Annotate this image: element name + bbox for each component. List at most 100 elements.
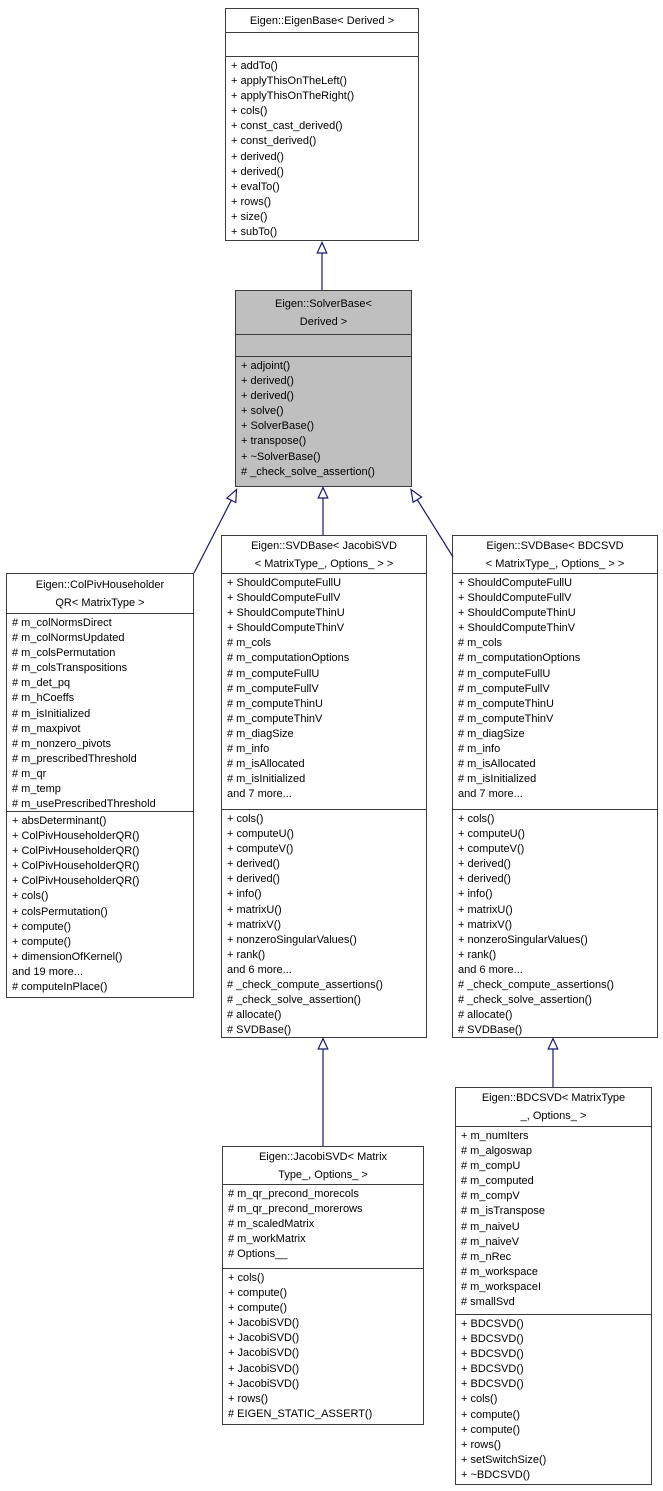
- member-item: # m_computeThinV: [227, 712, 323, 725]
- member-item: + matrixV(): [458, 918, 513, 931]
- member-item: # m_computeFullU: [227, 667, 320, 680]
- member-item: # m_temp: [12, 783, 61, 796]
- member-item: and 6 more...: [458, 963, 523, 976]
- member-item: # m_nRec: [461, 1250, 512, 1263]
- member-item: # m_info: [227, 743, 270, 756]
- member-item: + derived(): [231, 165, 284, 178]
- class-title-line: Eigen::SVDBase< BDCSVD: [486, 539, 624, 552]
- class-title-line: Eigen::BDCSVD< MatrixType: [481, 1092, 626, 1104]
- member-item: + JacobiSVD(): [228, 1362, 300, 1375]
- attributes-compartment: # m_qr_precond_morecols# m_qr_precond_mo…: [223, 1184, 423, 1268]
- attributes-compartment: [236, 334, 411, 356]
- member-item: # _check_solve_assertion(): [227, 994, 361, 1007]
- member-item: # m_cols: [227, 637, 272, 650]
- class-title-line: Derived >: [299, 315, 348, 328]
- member-item: # m_workspace: [461, 1265, 539, 1278]
- member-item: + nonzeroSingularValues(): [227, 933, 357, 946]
- member-item: # m_diagSize: [458, 727, 525, 740]
- member-item: + SolverBase(): [241, 420, 315, 433]
- member-item: # m_isTranspose: [461, 1205, 545, 1218]
- member-item: # m_scaledMatrix: [228, 1218, 315, 1231]
- member-item: + ~SolverBase(): [241, 450, 321, 463]
- member-item: + solve(): [241, 405, 284, 418]
- member-item: + ColPivHouseholderQR(): [12, 860, 140, 873]
- member-item: # m_qr: [12, 767, 47, 780]
- class-node-svdbase-jacobisvd[interactable]: Eigen::SVDBase< JacobiSVD< MatrixType_, …: [221, 535, 427, 1038]
- member-item: + derived(): [241, 390, 294, 403]
- class-node-solverbase[interactable]: Eigen::SolverBase<Derived > + adjoint()+…: [235, 290, 412, 487]
- class-title: Eigen::SolverBase<Derived >: [236, 291, 411, 334]
- member-item: + absDeterminant(): [12, 815, 107, 827]
- member-item: + nonzeroSingularValues(): [458, 933, 588, 946]
- member-item: + JacobiSVD(): [228, 1347, 300, 1360]
- member-item: + ColPivHouseholderQR(): [12, 845, 140, 858]
- member-item: + compute(): [228, 1302, 287, 1315]
- attributes-compartment: # m_colNormsDirect# m_colNormsUpdated# m…: [7, 613, 193, 811]
- class-title: Eigen::SVDBase< JacobiSVD< MatrixType_, …: [222, 536, 426, 573]
- member-item: # m_diagSize: [227, 727, 294, 740]
- member-item: # m_algoswap: [461, 1145, 532, 1158]
- member-item: + ShouldComputeThinV: [458, 622, 576, 635]
- member-item: # m_colsTranspositions: [12, 662, 128, 675]
- member-item: + computeU(): [458, 828, 525, 841]
- member-item: + compute(): [461, 1408, 520, 1421]
- member-item: + cols(): [227, 813, 264, 825]
- member-item: # m_colsPermutation: [12, 647, 116, 660]
- member-item: + ShouldComputeFullV: [227, 592, 341, 605]
- member-item: # m_colNormsDirect: [12, 617, 112, 629]
- class-node-svdbase-bdcsvd[interactable]: Eigen::SVDBase< BDCSVD< MatrixType_, Opt…: [452, 535, 658, 1038]
- member-item: # m_info: [458, 743, 501, 756]
- inheritance-arrow-svdbase-jacobisvd-to-solverbase: [317, 486, 329, 535]
- member-item: + JacobiSVD(): [228, 1332, 300, 1345]
- member-item: + cols(): [461, 1393, 498, 1406]
- member-item: + compute(): [228, 1287, 287, 1300]
- attributes-compartment: + ShouldComputeFullU+ ShouldComputeFullV…: [222, 573, 426, 809]
- member-item: # Options__: [228, 1248, 288, 1261]
- member-item: + ShouldComputeFullV: [458, 592, 572, 605]
- member-item: # m_workspaceI: [461, 1280, 542, 1293]
- class-title-line: Eigen::JacobiSVD< Matrix: [258, 1150, 388, 1163]
- member-item: # m_naiveV: [461, 1235, 520, 1248]
- member-item: # _check_compute_assertions(): [227, 979, 383, 992]
- member-item: # m_hCoeffs: [12, 692, 75, 705]
- class-title-line: Eigen::ColPivHouseholder: [35, 578, 165, 591]
- member-item: + derived(): [227, 858, 280, 871]
- member-item: # m_det_pq: [12, 677, 71, 690]
- member-item: + m_numIters: [461, 1130, 529, 1142]
- member-item: + applyThisOnTheRight(): [231, 90, 355, 103]
- member-item: + applyThisOnTheLeft(): [231, 75, 347, 88]
- member-item: # m_qr_precond_morecols: [228, 1188, 359, 1200]
- member-item: + BDCSVD(): [461, 1333, 524, 1346]
- member-item: + ColPivHouseholderQR(): [12, 875, 140, 888]
- member-item: # _check_compute_assertions(): [458, 979, 614, 992]
- member-item: + rows(): [461, 1438, 502, 1451]
- member-item: + rows(): [228, 1392, 269, 1405]
- member-item: + dimensionOfKernel(): [12, 950, 123, 963]
- member-item: + evalTo(): [231, 180, 280, 193]
- member-item: + computeV(): [227, 843, 294, 856]
- member-item: + ColPivHouseholderQR(): [12, 830, 140, 843]
- class-node-bdcsvd[interactable]: Eigen::BDCSVD< MatrixType_, Options_ > +…: [455, 1087, 652, 1485]
- class-title-line: < MatrixType_, Options_ > >: [254, 557, 394, 570]
- member-item: and 7 more...: [227, 788, 292, 801]
- class-node-eigenbase[interactable]: Eigen::EigenBase< Derived > + addTo()+ a…: [225, 8, 419, 241]
- member-item: # m_computationOptions: [458, 652, 581, 665]
- member-item: + JacobiSVD(): [228, 1377, 300, 1390]
- methods-compartment: + absDeterminant() + ColPivHouseholderQR(…: [7, 811, 193, 997]
- member-item: # m_compU: [461, 1160, 521, 1173]
- member-item: + matrixV(): [227, 918, 282, 931]
- member-item: # m_prescribedThreshold: [12, 752, 137, 765]
- member-item: + derived(): [241, 375, 294, 388]
- member-item: # EIGEN_STATIC_ASSERT(): [228, 1407, 373, 1420]
- class-title-line: Eigen::EigenBase< Derived >: [249, 14, 395, 27]
- member-item: + colsPermutation(): [12, 905, 108, 918]
- member-item: + const_cast_derived(): [231, 120, 343, 133]
- member-item: + BDCSVD(): [461, 1363, 524, 1376]
- member-item: and 19 more...: [12, 965, 83, 978]
- member-item: + rank(): [458, 948, 497, 961]
- member-item: + derived(): [458, 873, 511, 886]
- member-item: + BDCSVD(): [461, 1348, 524, 1361]
- methods-compartment: + cols()+ compute()+ compute()+ JacobiSV…: [223, 1268, 423, 1424]
